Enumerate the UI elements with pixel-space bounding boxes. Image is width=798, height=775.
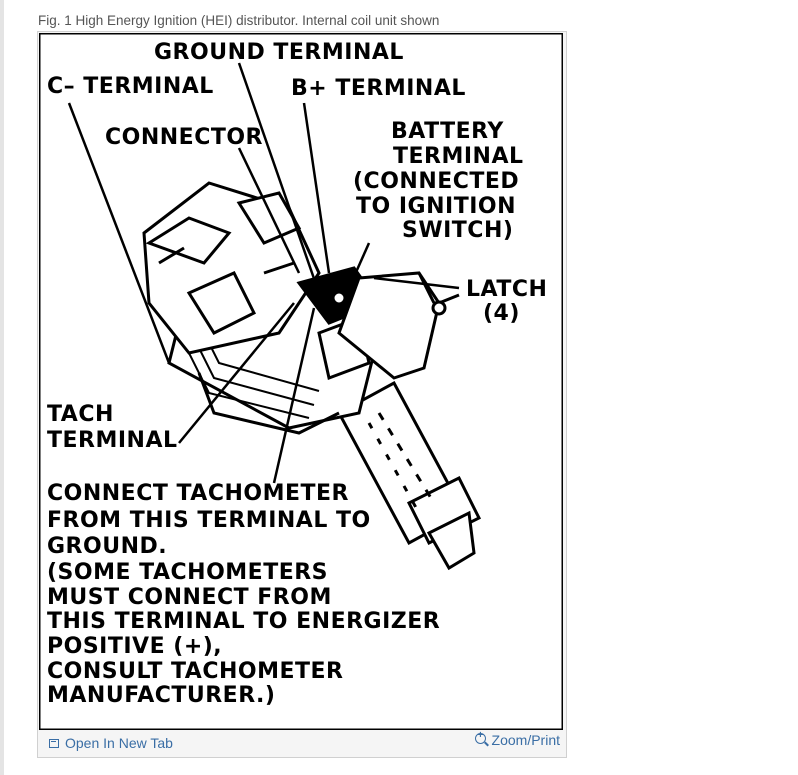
zoom-print-link[interactable]: + Zoom/Print (474, 730, 560, 748)
external-tab-icon (49, 738, 59, 748)
label-battery-line3: (CONNECTED (353, 169, 520, 194)
note-line8: CONSULT TACHOMETER (47, 659, 344, 684)
figure-caption: Fig. 1 High Energy Ignition (HEI) distri… (38, 13, 440, 28)
label-latch-line1: LATCH (466, 277, 548, 302)
label-battery-line1: BATTERY (391, 119, 504, 144)
label-latch-line2: (4) (483, 301, 520, 326)
note-line4: (SOME TACHOMETERS (47, 560, 329, 585)
label-tach-line1: TACH (47, 402, 114, 427)
label-tach-line2: TERMINAL (47, 428, 178, 453)
open-in-new-tab-link[interactable]: Open In New Tab (49, 735, 173, 751)
magnifier-plus-icon: + (474, 730, 489, 747)
distributor-shaft (336, 380, 482, 571)
note-line6: THIS TERMINAL TO ENERGIZER (47, 609, 441, 634)
distributor-diagram[interactable]: GROUND TERMINAL C– TERMINAL B+ TERMINAL … (39, 33, 563, 730)
note-line2: FROM THIS TERMINAL TO (47, 508, 371, 533)
figure-footer: Open In New Tab + Zoom/Print (39, 730, 565, 757)
label-battery-line4: TO IGNITION (356, 194, 517, 219)
note-line9: MANUFACTURER.) (47, 683, 276, 708)
label-ground-terminal: GROUND TERMINAL (154, 40, 404, 65)
left-divider (0, 0, 4, 775)
leader-lines (67, 62, 460, 484)
label-b-plus-terminal: B+ TERMINAL (291, 76, 466, 101)
note-line7: POSITIVE (+), (47, 634, 223, 659)
note-line5: MUST CONNECT FROM (47, 585, 332, 610)
label-c-minus-terminal: C– TERMINAL (47, 74, 214, 99)
note-line3: GROUND. (47, 534, 168, 559)
zoom-print-label: Zoom/Print (491, 732, 560, 748)
vacuum-advance (337, 271, 460, 380)
note-line1: CONNECT TACHOMETER (47, 481, 349, 506)
open-in-new-tab-label: Open In New Tab (65, 735, 173, 751)
distributor-drawing (39, 33, 563, 730)
label-connector: CONNECTOR (105, 125, 263, 150)
label-battery-line5: SWITCH) (402, 218, 514, 243)
label-battery-line2: TERMINAL (393, 144, 524, 169)
